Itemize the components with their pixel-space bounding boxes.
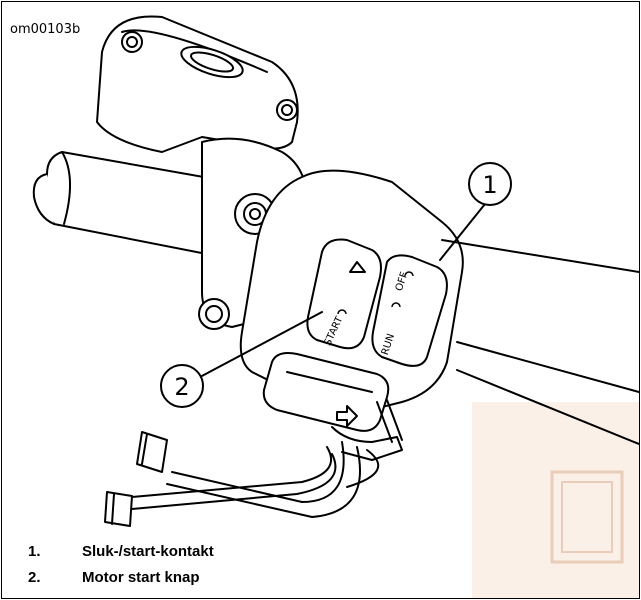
figure-id: om00103b (10, 22, 81, 37)
legend-number: 2. (28, 568, 41, 586)
legend-text: Motor start knap (82, 568, 200, 586)
callout-1-number: 1 (482, 171, 497, 199)
legend: 1. Sluk-/start-kontakt 2. Motor start kn… (28, 538, 214, 590)
legend-item: 2. Motor start knap (28, 564, 214, 590)
watermark-logo (472, 402, 639, 598)
legend-item: 1. Sluk-/start-kontakt (28, 538, 214, 564)
legend-number: 1. (28, 542, 41, 560)
callout-1: 1 (468, 162, 512, 206)
callout-2: 2 (160, 364, 204, 408)
callout-2-number: 2 (174, 373, 189, 401)
legend-text: Sluk-/start-kontakt (82, 542, 214, 560)
